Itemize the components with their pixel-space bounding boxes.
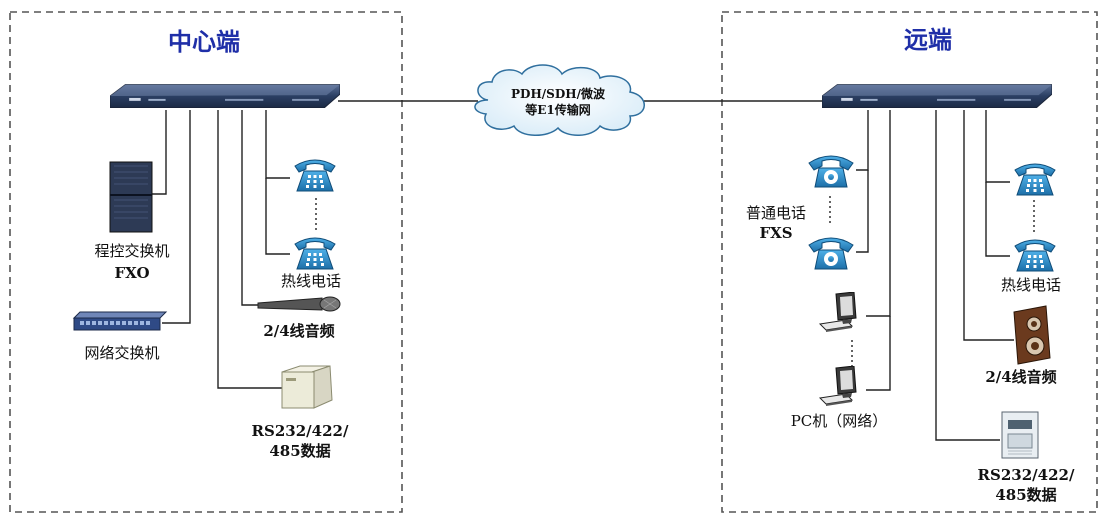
remote-region-border (721, 11, 1098, 513)
central-title: 中心端 (168, 28, 240, 56)
pbx-label: 程控交换机 (94, 242, 170, 260)
central-serial-label-1: RS232/422/ (251, 422, 349, 440)
remote-hotline-label: 热线电话 (1000, 276, 1061, 294)
central-serial-label-2: 485数据 (269, 442, 331, 460)
cloud-icon (474, 64, 645, 136)
remote-phone-type-label: FXS (759, 224, 793, 242)
remote-pc-icon-2 (819, 366, 857, 407)
remote-hotline-phone-icon-2 (1014, 239, 1056, 272)
remote-pc-icon-1 (819, 292, 857, 333)
central-region-border (9, 11, 403, 513)
remote-serial-label-2: 485数据 (995, 486, 1057, 504)
network-label-line1: PDH/SDH/微波 (511, 87, 605, 101)
central-multiplexer-icon (110, 84, 340, 109)
central-audio-label: 2/4线音频 (263, 322, 335, 340)
remote-phone-icon-2 (808, 237, 854, 270)
central-hotline-phone-icon-1 (294, 159, 336, 192)
remote-serial-label-1: RS232/422/ (977, 466, 1075, 484)
network-label-line2: 等E1传输网 (525, 103, 591, 117)
serial-data-device-icon (281, 365, 333, 409)
network-switch-icon (72, 311, 168, 331)
remote-phone-label: 普通电话 (745, 204, 806, 222)
remote-hotline-phone-icon-1 (1014, 163, 1056, 196)
network-label: PDH/SDH/微波 等E1传输网 (496, 86, 620, 118)
remote-pc-label: PC机（网络） (790, 412, 888, 430)
pbx-type-label: FXO (114, 264, 150, 282)
central-hotline-phone-icon-2 (294, 237, 336, 270)
central-connections (152, 110, 317, 389)
remote-phone-icon-1 (808, 155, 854, 188)
switch-label: 网络交换机 (84, 344, 160, 362)
remote-multiplexer-icon (822, 84, 1052, 109)
remote-title: 远端 (904, 26, 952, 54)
speaker-icon (1013, 305, 1051, 365)
remote-connections (829, 110, 1035, 441)
pbx-icon (109, 161, 153, 233)
central-hotline-label: 热线电话 (280, 272, 341, 290)
remote-audio-label: 2/4线音频 (985, 368, 1057, 386)
remote-serial-meter-icon (1001, 411, 1039, 459)
microphone-icon (257, 296, 341, 312)
